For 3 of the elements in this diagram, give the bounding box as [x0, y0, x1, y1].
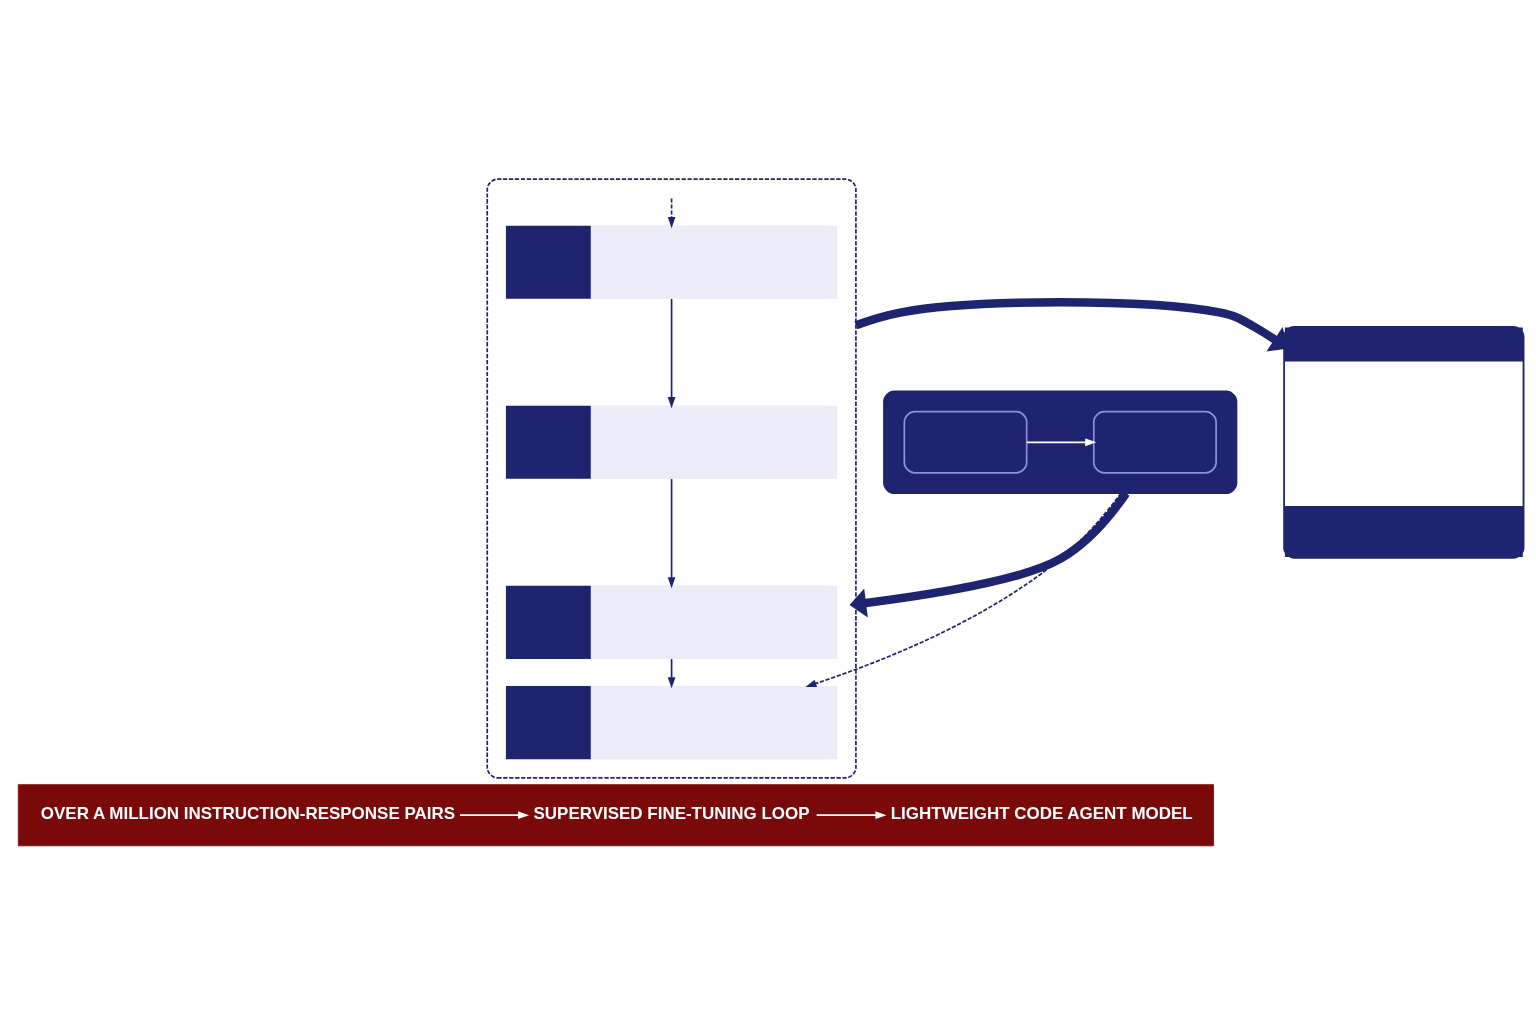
node-text: LIGHTWEIGHT CODE AGENT MODEL — [890, 803, 1193, 823]
node-text: OVER A MILLION INSTRUCTION-RESPONSE PAIRS — [40, 803, 456, 823]
node-text: SUPERVISED FINE-TUNING LOOP — [533, 803, 810, 823]
